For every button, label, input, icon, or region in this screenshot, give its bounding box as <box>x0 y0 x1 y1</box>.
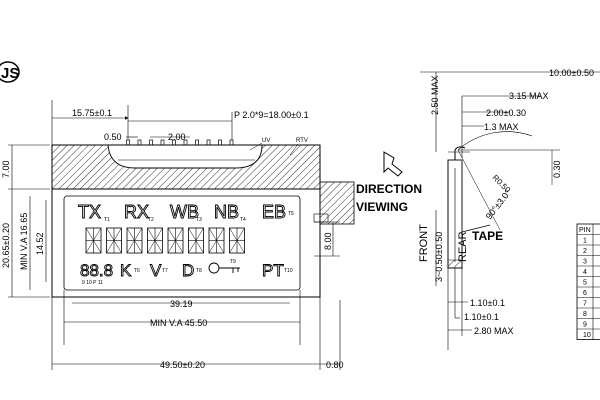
lcd-panel: TX T1 RX T2 WB T3 NB T4 EB T5 88.8 K T6 … <box>51 181 355 298</box>
dim-0-30: 0.30 <box>552 160 562 178</box>
fourteen-segment-digits <box>85 227 245 254</box>
label-rtv: RTV <box>296 138 308 144</box>
dim-1-10a: 1.10±0.1 <box>470 298 505 308</box>
lcd-v: V <box>150 261 162 280</box>
lcd-t5: T5 <box>288 211 294 217</box>
dim-45-50: MIN V.A 45.50 <box>150 318 207 328</box>
dim-16-65: MIN V.A 16.65 <box>19 213 29 270</box>
lcd-t10: T10 <box>284 268 293 274</box>
lcd-t7: T7 <box>162 268 168 274</box>
pin-table: PIN 1 2 3 4 5 6 7 8 9 10 <box>576 223 600 340</box>
segment-digit <box>167 227 184 254</box>
dim-39-19: 39.19 <box>170 299 193 309</box>
dim-3-050: 3~0.50±0.50 <box>434 232 444 282</box>
company-logo: JS <box>0 61 20 83</box>
viewing-direction: DIRECTION VIEWING <box>356 151 422 214</box>
dim-8-00: 8.00 <box>323 232 333 250</box>
pin-table-row: 10 <box>583 332 591 339</box>
lcd-t6: T6 <box>134 268 140 274</box>
dim-1-10b: 1.10±0.1 <box>464 312 499 322</box>
segment-digit <box>208 227 225 254</box>
pin-table-row: 8 <box>583 311 587 318</box>
lcd-t2: T2 <box>148 217 154 223</box>
top-dimensions: 15.75±0.1 P 2.0*9=18.00±0.1 0.50 2.00 <box>51 100 309 188</box>
dim-1-3: 1.3 MAX <box>484 122 519 132</box>
lcd-t9: T9 <box>230 259 236 265</box>
lcd-t4: T4 <box>240 217 246 223</box>
side-dimensions: 10.00±0.50 2.50 MAX 3.15 MAX 2.00±0.30 1… <box>420 68 600 350</box>
segment-digit <box>188 227 204 254</box>
label-direction: DIRECTION <box>356 182 422 196</box>
glass-ledge: UV RTV <box>51 138 321 190</box>
label-uv: UV <box>262 138 270 144</box>
pin-table-row: 7 <box>583 301 587 308</box>
dim-2-80: 2.80 MAX <box>474 326 514 336</box>
bottom-dimensions: 39.19 MIN V.A 45.50 49.50±0.20 0.80 <box>51 290 344 370</box>
dim-0-80: 0.80 <box>326 360 344 370</box>
dim-49-50: 49.50±0.20 <box>160 360 205 370</box>
logo-text: JS <box>1 65 19 82</box>
lcd-t3: T3 <box>196 217 202 223</box>
dim-3-15: 3.15 MAX <box>509 91 549 101</box>
lcd-k: K <box>120 261 132 280</box>
label-front: FRONT <box>418 224 430 262</box>
label-viewing: VIEWING <box>356 200 408 214</box>
label-rear: REAR <box>457 231 469 262</box>
dim-2-00b: 2.00±0.30 <box>486 108 526 118</box>
segment-digit <box>126 227 143 254</box>
lcd-sub-labels: 9 10 P 11 <box>82 280 103 286</box>
lcd-wb: WB <box>170 202 199 222</box>
dim-90: 90°±3.0° <box>484 187 513 221</box>
pin-table-row: 1 <box>583 238 587 245</box>
dim-2-50: 2.50 MAX <box>430 75 440 115</box>
lcd-small-digits: 88.8 <box>80 261 113 280</box>
segment-digit <box>229 227 245 254</box>
label-tape: TAPE <box>472 229 503 243</box>
lcd-tx: TX <box>78 202 101 222</box>
dim-10-00: 10.00±0.50 <box>549 68 594 78</box>
dim-14-52: 14.52 <box>35 232 45 255</box>
key-icon <box>208 262 240 274</box>
pin-table-row: 3 <box>583 259 587 266</box>
lcd-rx: RX <box>124 202 149 222</box>
lcd-eb: EB <box>262 202 286 222</box>
dim-0-50: 0.50 <box>104 132 122 142</box>
lcd-t1: T1 <box>104 217 110 223</box>
pin-table-row: 2 <box>583 248 587 255</box>
dim-pitch: P 2.0*9=18.00±0.1 <box>234 110 309 120</box>
pin-table-header: PIN <box>579 227 591 234</box>
pin-table-row: 5 <box>583 280 587 287</box>
segment-digit <box>147 227 163 254</box>
lcd-t8: T8 <box>196 268 202 274</box>
pin-table-row: 9 <box>583 322 587 329</box>
segment-digit <box>106 227 122 254</box>
dim-20-65: 20.65±0.20 <box>1 223 11 268</box>
left-dimensions: 7.00 20.65±0.20 MIN V.A 16.65 14.52 <box>1 144 50 298</box>
dim-7-00: 7.00 <box>1 160 11 178</box>
dim-15-75: 15.75±0.1 <box>72 108 112 118</box>
lcd-d: D <box>182 261 194 280</box>
pin-table-row: 6 <box>583 290 587 297</box>
dim-8-00-group: 8.00 <box>314 221 340 257</box>
pin-table-row: 4 <box>583 269 587 276</box>
segment-digit <box>85 227 102 254</box>
lcd-pt: PT <box>262 261 284 280</box>
lcd-nb: NB <box>214 202 239 222</box>
